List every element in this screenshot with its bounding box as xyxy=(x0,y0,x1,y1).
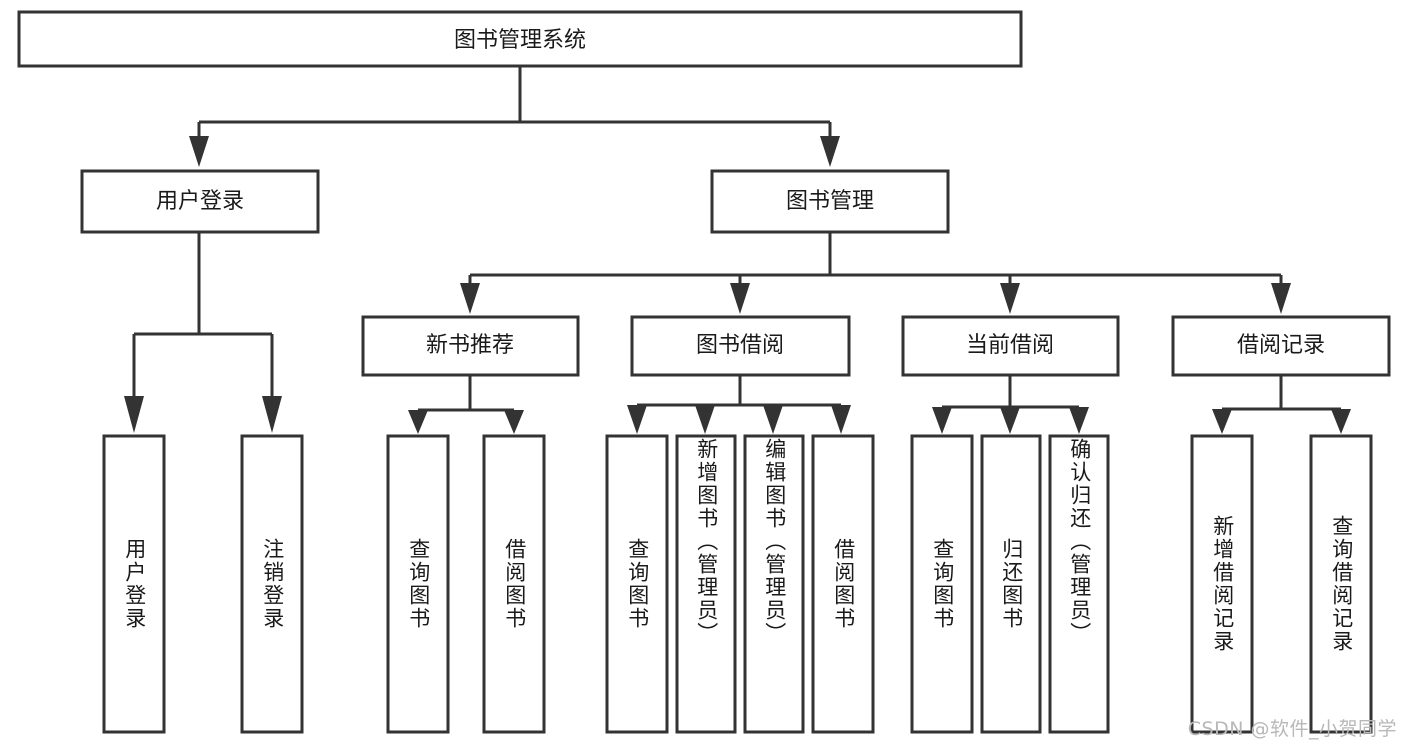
connector-group-borrow-record xyxy=(1212,375,1351,434)
connector-group-user-login xyxy=(124,233,282,433)
arrow-head-borrow-record xyxy=(1271,283,1291,314)
node-book-management-label: 图书管理 xyxy=(786,189,874,214)
leaf-boxes xyxy=(102,434,1373,734)
connector-group-new-book-recommend xyxy=(408,375,524,434)
node-user-login-label: 用户登录 xyxy=(156,189,244,214)
node-new-book-recommend-box[interactable] xyxy=(361,315,580,377)
watermark-text: CSDN @软件_小贺同学 xyxy=(1187,718,1397,740)
node-current-borrow-box[interactable] xyxy=(901,315,1120,377)
arrow-head-leaf-add-book xyxy=(695,405,715,434)
arrow-head-current-borrow xyxy=(1000,283,1020,314)
node-leaf-logout-login-box[interactable] xyxy=(240,434,304,734)
node-root[interactable]: 图书管理系统 xyxy=(17,10,1023,68)
node-borrow-record-box[interactable] xyxy=(1171,315,1391,377)
arrow-head-leaf-query-book-3 xyxy=(932,407,952,434)
connector-group-book-management xyxy=(460,233,1291,314)
node-book-borrow[interactable]: 图书借阅 xyxy=(630,315,851,377)
node-book-management[interactable]: 图书管理 xyxy=(710,169,950,234)
node-leaf-query-book-3-box[interactable] xyxy=(910,434,974,734)
node-current-borrow-label: 当前借阅 xyxy=(966,333,1054,358)
arrow-head-new-book-recommend xyxy=(460,283,480,314)
connector-group-root xyxy=(189,67,840,167)
arrow-head-leaf-query-borrow-record xyxy=(1331,409,1351,434)
arrow-head-leaf-query-book-1 xyxy=(408,410,428,434)
node-user-login-box[interactable] xyxy=(80,169,320,234)
arrow-head-leaf-add-borrow-record xyxy=(1212,409,1232,434)
node-user-login[interactable]: 用户登录 xyxy=(80,169,320,234)
node-leaf-add-book-box[interactable] xyxy=(675,434,737,734)
arrow-head-leaf-return-book xyxy=(1000,407,1020,434)
node-book-borrow-label: 图书借阅 xyxy=(696,333,784,358)
node-leaf-add-borrow-record-box[interactable] xyxy=(1190,434,1254,734)
connector-group-current-borrow xyxy=(932,375,1089,434)
arrow-head-leaf-confirm-return xyxy=(1069,407,1089,434)
connector-group-book-borrow xyxy=(627,375,851,434)
node-leaf-query-borrow-record-box[interactable] xyxy=(1309,434,1373,734)
node-leaf-confirm-return-box[interactable] xyxy=(1048,434,1110,734)
arrow-head-leaf-user-login xyxy=(124,396,144,433)
node-leaf-query-book-1-box[interactable] xyxy=(386,434,450,734)
node-new-book-recommend-label: 新书推荐 xyxy=(426,333,514,358)
arrow-head-book-management xyxy=(820,136,840,167)
node-current-borrow[interactable]: 当前借阅 xyxy=(901,315,1120,377)
node-leaf-query-book-2-box[interactable] xyxy=(605,434,669,734)
node-root-box[interactable] xyxy=(17,10,1023,68)
arrow-head-leaf-borrow-book-1 xyxy=(504,410,524,434)
arrow-head-leaf-borrow-book-2 xyxy=(831,405,851,434)
arrow-head-leaf-query-book-2 xyxy=(627,405,647,434)
node-leaf-user-login-box[interactable] xyxy=(102,434,166,734)
arrow-head-leaf-logout-login xyxy=(262,396,282,433)
node-book-borrow-box[interactable] xyxy=(630,315,851,377)
node-root-label: 图书管理系统 xyxy=(454,28,586,53)
node-book-management-box[interactable] xyxy=(710,169,950,234)
node-borrow-record-label: 借阅记录 xyxy=(1237,333,1325,358)
arrow-head-user-login xyxy=(189,136,209,167)
node-leaf-return-book-box[interactable] xyxy=(980,434,1042,734)
node-leaf-borrow-book-1-box[interactable] xyxy=(482,434,546,734)
arrow-head-leaf-edit-book xyxy=(763,405,783,434)
node-borrow-record[interactable]: 借阅记录 xyxy=(1171,315,1391,377)
node-leaf-borrow-book-2-box[interactable] xyxy=(811,434,875,734)
node-new-book-recommend[interactable]: 新书推荐 xyxy=(361,315,580,377)
node-leaf-edit-book-box[interactable] xyxy=(743,434,805,734)
arrow-head-book-borrow xyxy=(730,283,750,314)
